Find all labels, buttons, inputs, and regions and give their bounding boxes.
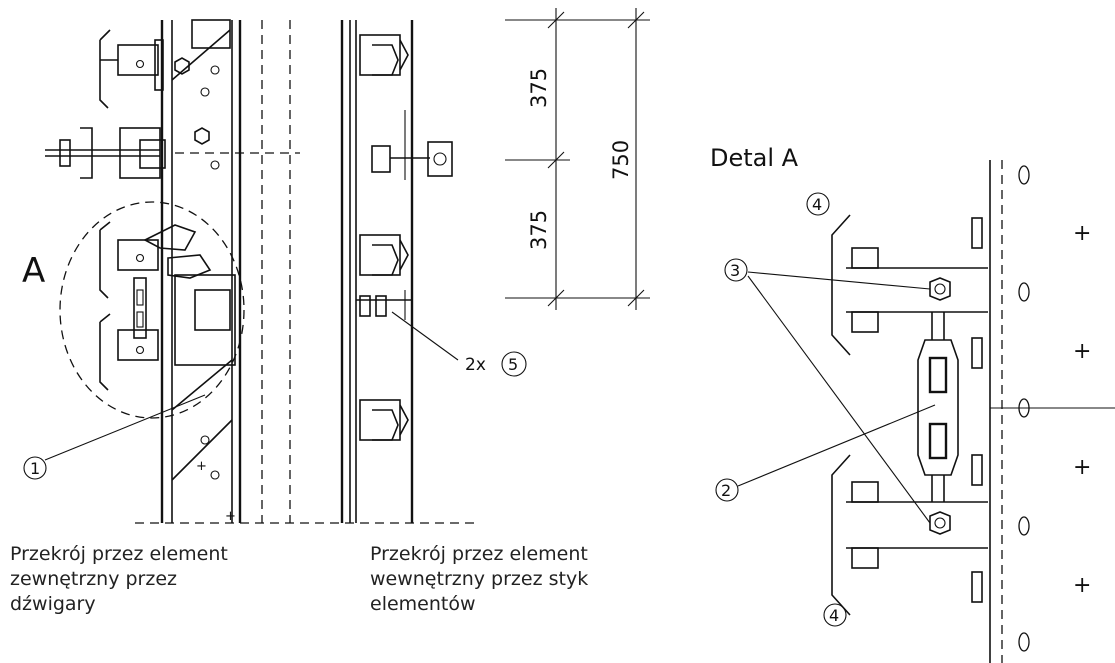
svg-text:2x: 2x	[465, 355, 486, 375]
svg-text:+: +	[196, 459, 207, 474]
dim-upper: 375	[527, 68, 551, 108]
svg-text:2: 2	[721, 481, 731, 500]
callout-2: 2	[715, 404, 936, 502]
bracket-low	[99, 313, 159, 391]
svg-text:1: 1	[30, 459, 40, 478]
svg-text:+: +	[1073, 339, 1091, 364]
callout-1: 1	[23, 394, 206, 480]
dim-total: 750	[609, 140, 633, 180]
bracket-top	[99, 29, 164, 109]
svg-text:+: +	[1073, 455, 1091, 480]
caption-line: elementów	[370, 593, 476, 615]
callout-3: 3	[724, 258, 931, 524]
svg-text:5: 5	[508, 355, 518, 374]
callout-5: 2x 5	[391, 311, 527, 377]
caption-line: Przekrój przez element	[370, 543, 588, 565]
svg-text:4: 4	[829, 606, 839, 625]
caption-outer-section: Przekrój przez element zewnętrzny przez …	[10, 542, 228, 617]
detail-a-marker: A	[22, 251, 45, 291]
detail-a-circle	[59, 201, 245, 419]
bracket-mid	[99, 221, 159, 299]
detail-title: Detal A	[710, 144, 799, 172]
dim-lower: 375	[527, 210, 551, 250]
caption-line: Przekrój przez element	[10, 543, 228, 565]
outer-element-section: + +	[45, 19, 300, 524]
caption-line: zewnętrzny przez	[10, 568, 178, 590]
caption-inner-section: Przekrój przez element wewnętrzny przez …	[370, 542, 588, 617]
bracket-tie	[45, 127, 300, 179]
caption-line: wewnętrzny przez styk	[370, 568, 589, 590]
svg-text:+: +	[1073, 221, 1091, 246]
callout-4-top: 4	[806, 192, 830, 216]
svg-text:+: +	[225, 509, 236, 524]
svg-text:+: +	[1073, 573, 1091, 598]
svg-text:4: 4	[812, 195, 822, 214]
svg-text:3: 3	[730, 261, 740, 280]
callout-4-bottom: 4	[823, 603, 847, 627]
inner-element-section	[340, 20, 453, 523]
caption-line: dźwigary	[10, 593, 96, 615]
dimension-block: 375 375 750	[505, 8, 650, 310]
detail-a-drawing: + + + +	[831, 160, 1115, 663]
